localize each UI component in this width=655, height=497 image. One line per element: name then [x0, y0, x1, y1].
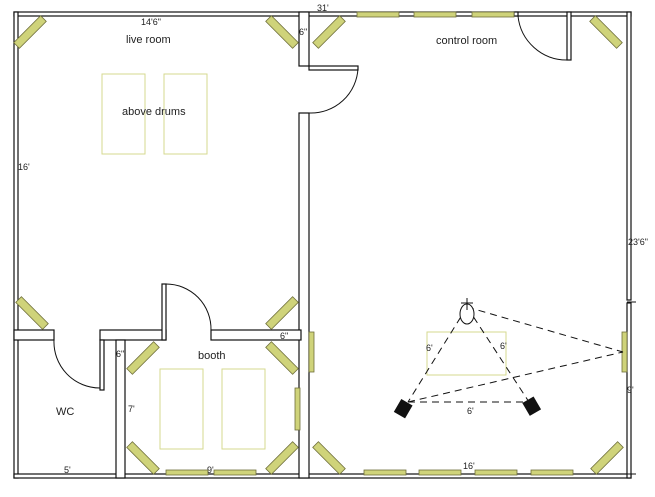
wall-live-booth-right [210, 329, 302, 341]
dim-total-width: 31' [317, 3, 329, 13]
cloud-booth-right [221, 368, 266, 450]
dim-booth-width: 9' [207, 465, 214, 475]
outer-wall-right-upper [626, 11, 632, 301]
listening-triangle [393, 298, 624, 419]
dim-booth-depth: 7' [128, 404, 135, 414]
dim-control-room-depth: 23'6" [628, 237, 648, 247]
dim-rear-offset: 9' [627, 385, 634, 395]
dim-live-room-depth: 16' [18, 162, 30, 172]
dim-wall-thickness-top: 6" [299, 27, 307, 37]
dim-listening-base: 6' [467, 406, 474, 416]
panel-control-bottom-1 [363, 469, 407, 476]
dim-wc-width: 5' [64, 465, 71, 475]
absorber-panels [13, 11, 628, 476]
speaker-right-icon [522, 396, 542, 416]
outer-wall-left [13, 11, 19, 479]
panel-control-bottom-3 [474, 469, 518, 476]
control-room-door-arc [308, 67, 359, 114]
booth-door-arc [165, 283, 212, 331]
panel-control-top-left [312, 15, 346, 49]
panel-control-left-wall [308, 331, 315, 373]
dim-wall-thickness-wc: 6" [116, 349, 124, 359]
wall-live-wc [13, 329, 55, 341]
control-room-top-door-arc [517, 15, 568, 61]
room-label-control: control room [436, 35, 497, 47]
panel-control-top-right [589, 15, 623, 49]
panel-control-bottom-2 [418, 469, 462, 476]
panel-control-top-3 [471, 11, 515, 18]
wc-door-jamb [99, 339, 105, 391]
dim-live-room-width: 14'6" [141, 17, 161, 27]
partition-wc-booth [115, 339, 126, 479]
room-label-booth: booth [198, 350, 226, 362]
triangle-right-side [466, 306, 530, 403]
walls [13, 11, 636, 479]
doors [53, 15, 568, 389]
panel-booth-bottom-right [265, 441, 299, 475]
partition-live-control-upper [298, 11, 310, 67]
control-door-jamb [566, 11, 572, 61]
panel-control-top-2 [413, 11, 457, 18]
ceiling-clouds [101, 73, 507, 450]
reflection-line-lower [407, 351, 624, 403]
panel-control-bottom-right [590, 441, 624, 475]
labels: live room control room booth WC above dr… [18, 3, 648, 475]
panel-booth-bottom-left [126, 441, 160, 475]
dim-listening-left: 6' [426, 343, 433, 353]
reflection-line-upper [466, 306, 624, 353]
booth-door-jamb [161, 283, 167, 341]
dim-wall-thickness-booth: 6" [280, 331, 288, 341]
live-wc-door-arc [53, 339, 101, 389]
wall-live-booth-left [99, 329, 167, 341]
panel-control-bottom-left [312, 441, 346, 475]
panel-booth-right-wall [294, 387, 301, 431]
panel-live-bottom-right [265, 296, 299, 330]
dim-control-room-width: 16' [463, 461, 475, 471]
speaker-left-icon [393, 398, 413, 419]
panel-control-top-1 [356, 11, 400, 18]
cloud-control-mix [426, 331, 507, 376]
cloud-booth-left [159, 368, 204, 450]
panel-booth-top-left [126, 341, 160, 375]
panel-booth-top-right [265, 341, 299, 375]
control-door-header [308, 65, 359, 71]
room-label-live: live room [126, 34, 171, 46]
annotation-above-drums: above drums [122, 106, 186, 118]
cloud-live-left [101, 73, 146, 155]
room-label-wc: WC [56, 406, 74, 418]
partition-live-control-lower [298, 112, 310, 479]
cloud-live-right [163, 73, 208, 155]
panel-live-top-left [13, 15, 47, 49]
panel-control-bottom-4 [530, 469, 574, 476]
panel-booth-bottom-2 [213, 469, 257, 476]
panel-booth-bottom [165, 469, 209, 476]
dim-listening-right: 6' [500, 341, 507, 351]
control-door-stub [513, 11, 519, 17]
panel-live-top-right [265, 15, 299, 49]
panel-live-bottom-left [15, 296, 49, 330]
triangle-left-side [407, 306, 468, 403]
outer-wall-right-lower [626, 302, 632, 479]
